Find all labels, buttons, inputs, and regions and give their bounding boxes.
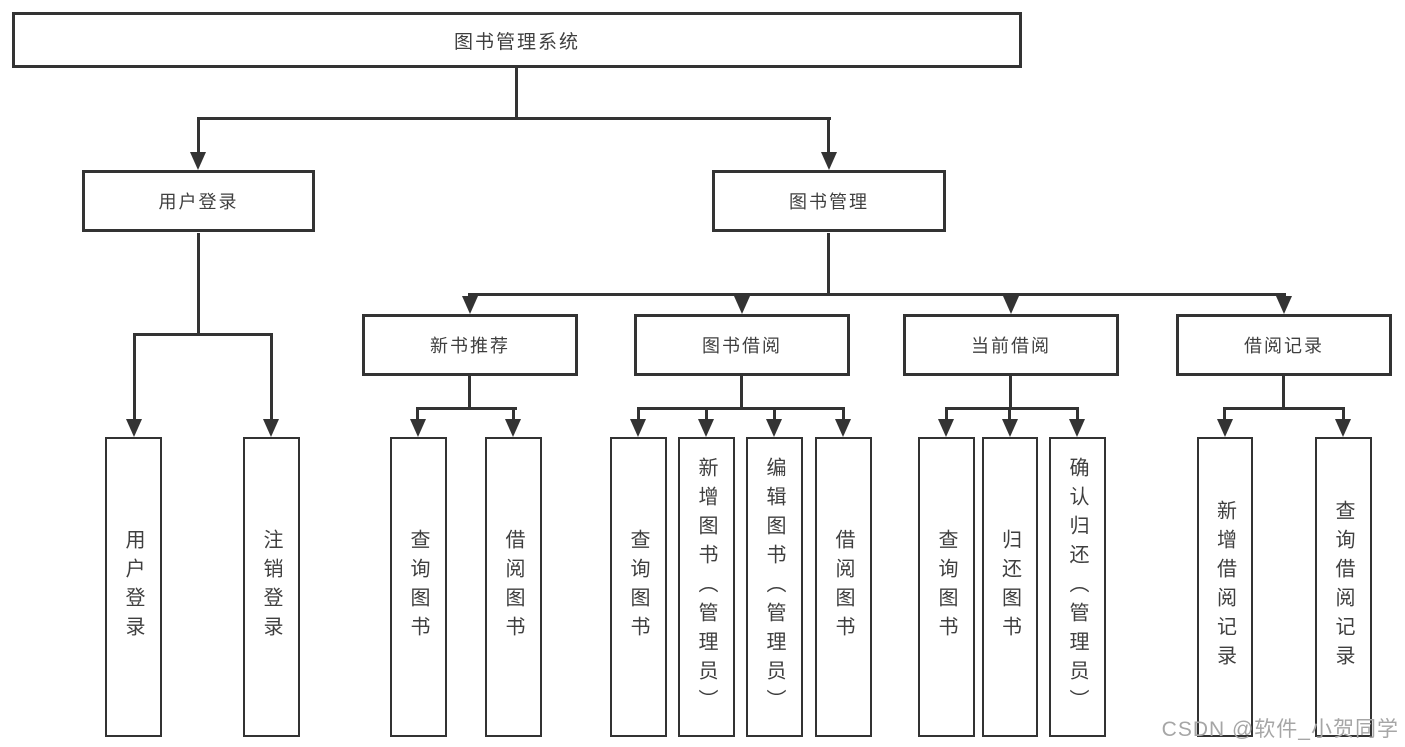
node-borrowing-records: 借阅记录	[1176, 314, 1392, 376]
arrow-down-icon	[1217, 419, 1233, 437]
connector-current-drop-1	[945, 407, 948, 421]
leaf-user-login: 用户登录	[105, 437, 162, 737]
leaf-label: 注销登录	[260, 529, 282, 645]
connector-userlogin-drop-1	[133, 333, 136, 421]
connector-records-drop-2	[1342, 407, 1345, 421]
connector-bookmgmt-rail	[468, 293, 1286, 296]
connector-root-stem	[515, 68, 518, 120]
node-library-management-system: 图书管理系统	[12, 12, 1022, 68]
connector-records-rail	[1223, 407, 1345, 410]
arrow-down-icon	[126, 419, 142, 437]
leaf-return-books: 归还图书	[982, 437, 1038, 737]
connector-borrowing-stem	[740, 376, 743, 410]
leaf-add-book-admin: 新增图书（管理员）	[678, 437, 735, 737]
connector-recommend-drop-2	[512, 407, 515, 421]
node-label: 图书借阅	[702, 336, 782, 356]
connector-root-drop-right	[827, 117, 830, 154]
leaf-logout: 注销登录	[243, 437, 300, 737]
leaf-label: 新增图书（管理员）	[695, 456, 717, 718]
arrow-down-icon	[835, 419, 851, 437]
node-label: 用户登录	[158, 192, 239, 212]
arrow-down-icon	[1276, 296, 1292, 314]
node-label: 当前借阅	[971, 336, 1051, 356]
node-user-login: 用户登录	[82, 170, 315, 232]
connector-borrowing-drop-1	[637, 407, 640, 421]
connector-current-stem	[1009, 376, 1012, 410]
connector-userlogin-stem	[197, 233, 200, 336]
node-label: 图书管理	[789, 192, 869, 212]
leaf-label: 借阅图书	[832, 529, 854, 645]
arrow-down-icon	[505, 419, 521, 437]
node-label: 新书推荐	[430, 336, 510, 356]
node-label: 借阅记录	[1244, 336, 1324, 356]
arrow-down-icon	[263, 419, 279, 437]
node-book-borrowing: 图书借阅	[634, 314, 850, 376]
csdn-watermark: CSDN @软件_小贺同学	[1161, 718, 1399, 741]
arrow-down-icon	[630, 419, 646, 437]
leaf-label: 归还图书	[998, 529, 1021, 645]
leaf-query-borrow-record: 查询借阅记录	[1315, 437, 1372, 737]
leaf-add-borrow-record: 新增借阅记录	[1197, 437, 1253, 737]
arrow-down-icon	[938, 419, 954, 437]
connector-recommend-drop-1	[416, 407, 419, 421]
leaf-borrow-books-recommend: 借阅图书	[485, 437, 542, 737]
connector-borrowing-drop-2	[705, 407, 708, 421]
leaf-query-books-recommend: 查询图书	[390, 437, 447, 737]
connector-current-rail	[945, 407, 1079, 410]
connector-recommend-stem	[468, 376, 471, 410]
arrow-down-icon	[1003, 296, 1019, 314]
connector-current-drop-3	[1076, 407, 1079, 421]
node-book-management: 图书管理	[712, 170, 946, 232]
connector-bookmgmt-stem	[827, 233, 830, 296]
connector-records-stem	[1282, 376, 1285, 410]
arrow-down-icon	[734, 296, 750, 314]
arrow-down-icon	[1069, 419, 1085, 437]
connector-borrowing-rail	[637, 407, 845, 410]
arrow-down-icon	[190, 152, 206, 170]
arrow-down-icon	[821, 152, 837, 170]
leaf-label: 编辑图书（管理员）	[763, 456, 785, 718]
connector-root-drop-left	[197, 117, 200, 154]
node-new-book-recommendation: 新书推荐	[362, 314, 578, 376]
arrow-down-icon	[1335, 419, 1351, 437]
leaf-label: 新增借阅记录	[1213, 500, 1236, 674]
leaf-label: 确认归还（管理员）	[1066, 456, 1088, 718]
leaf-label: 查询借阅记录	[1332, 500, 1354, 674]
leaf-query-books-current: 查询图书	[918, 437, 975, 737]
arrow-down-icon	[766, 419, 782, 437]
leaf-label: 查询图书	[935, 529, 957, 645]
connector-recommend-rail	[416, 407, 517, 410]
arrow-down-icon	[698, 419, 714, 437]
leaf-label: 查询图书	[407, 529, 429, 645]
connector-root-rail	[197, 117, 831, 120]
leaf-edit-book-admin: 编辑图书（管理员）	[746, 437, 803, 737]
node-label: 图书管理系统	[453, 31, 580, 53]
leaf-label: 查询图书	[627, 529, 649, 645]
leaf-borrow-books-borrowing: 借阅图书	[815, 437, 872, 737]
leaf-label: 用户登录	[122, 529, 144, 645]
connector-userlogin-drop-2	[270, 333, 273, 421]
connector-userlogin-rail	[133, 333, 273, 336]
connector-records-drop-1	[1223, 407, 1226, 421]
node-current-borrowing: 当前借阅	[903, 314, 1119, 376]
arrow-down-icon	[462, 296, 478, 314]
leaf-confirm-return-admin: 确认归还（管理员）	[1049, 437, 1106, 737]
connector-current-drop-2	[1008, 407, 1011, 421]
leaf-label: 借阅图书	[502, 529, 524, 645]
arrow-down-icon	[1002, 419, 1018, 437]
connector-borrowing-drop-4	[842, 407, 845, 421]
leaf-query-books-borrowing: 查询图书	[610, 437, 667, 737]
connector-borrowing-drop-3	[773, 407, 776, 421]
arrow-down-icon	[410, 419, 426, 437]
